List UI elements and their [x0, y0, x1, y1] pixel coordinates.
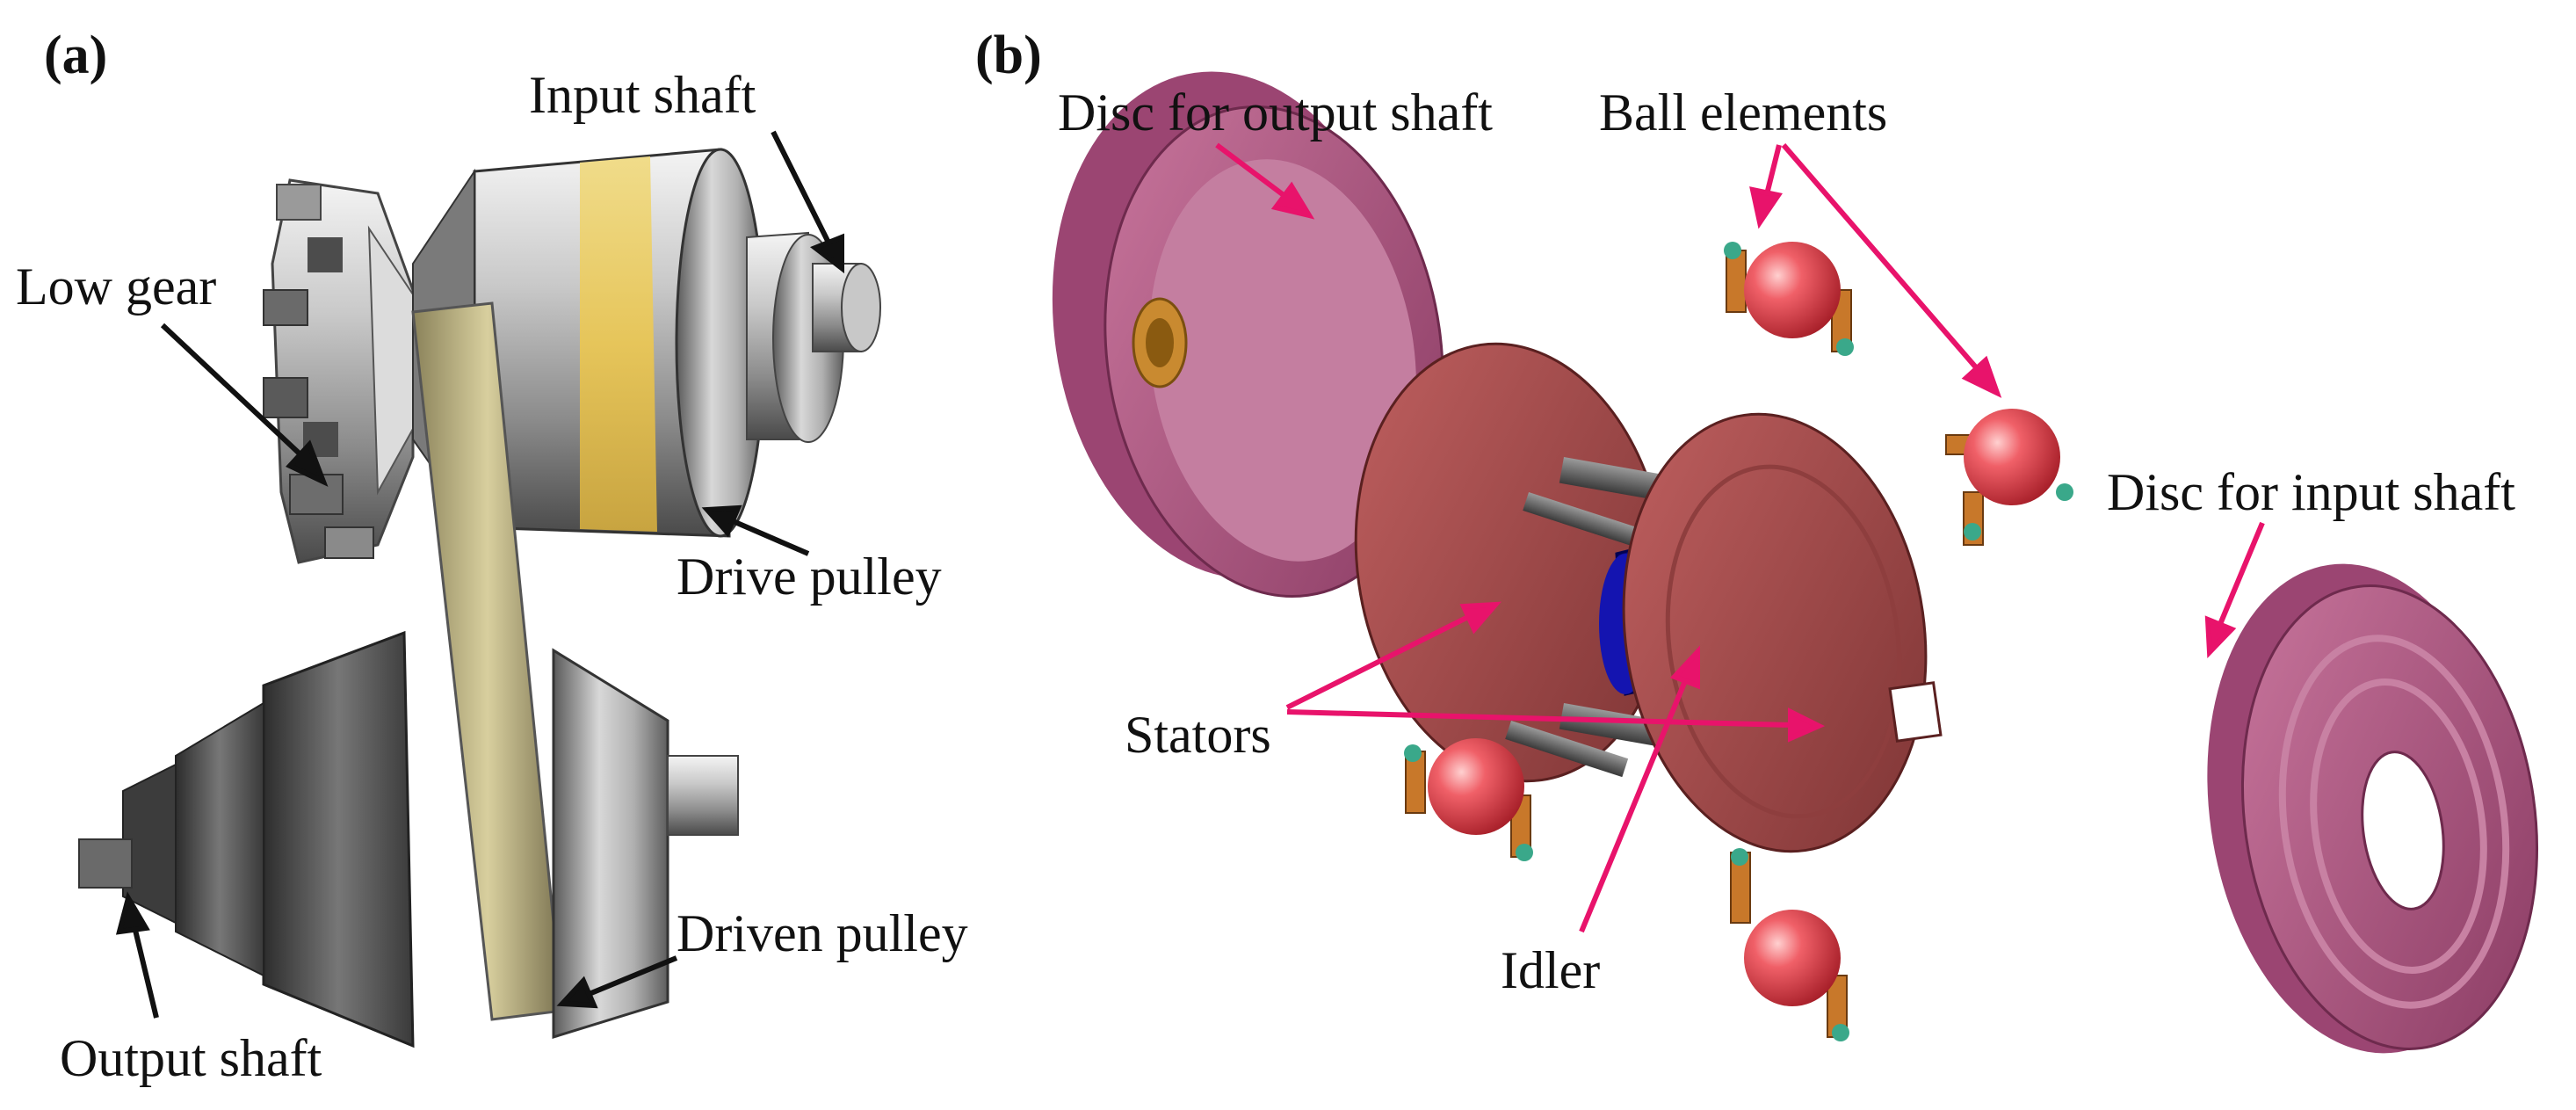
ball-elements-shape	[1404, 242, 2073, 1041]
disc-output-label: Disc for output shaft	[1058, 83, 1493, 141]
input-shaft-label: Input shaft	[529, 66, 756, 124]
panel-a-arrows	[115, 130, 844, 1019]
idler-label: Idler	[1501, 941, 1601, 999]
driven-pulley-label: Driven pulley	[677, 904, 968, 962]
panel-a-belt-cvt: (a) Input shaft Low gear Drive pulley Dr…	[0, 0, 1019, 1110]
ball-elements-label: Ball elements	[1599, 83, 1888, 141]
output-shaft-label: Output shaft	[60, 1029, 322, 1087]
panel-b-ball-cvt: (b) Disc for output shaft Ball elements …	[975, 0, 2576, 1110]
drive-pulley-label: Drive pulley	[677, 548, 942, 606]
ball-cvt-exploded-view	[1052, 71, 2539, 1054]
panel-a-label: (a)	[44, 25, 108, 85]
stator-assembly-shape	[1354, 342, 1943, 853]
disc-input-label: Disc for input shaft	[2107, 463, 2515, 521]
stators-label: Stators	[1125, 706, 1271, 764]
panel-b-label: (b)	[975, 25, 1042, 85]
drive-pulley-shape	[412, 148, 881, 538]
output-disc-shape	[1052, 71, 1444, 599]
belt-cvt-illustration	[78, 130, 881, 1048]
driven-pulley-shape	[78, 630, 739, 1048]
low-gear-shape	[263, 178, 423, 564]
input-disc-shape	[2207, 563, 2539, 1054]
panel-b-arrows	[1215, 142, 2265, 933]
low-gear-label: Low gear	[16, 258, 217, 316]
